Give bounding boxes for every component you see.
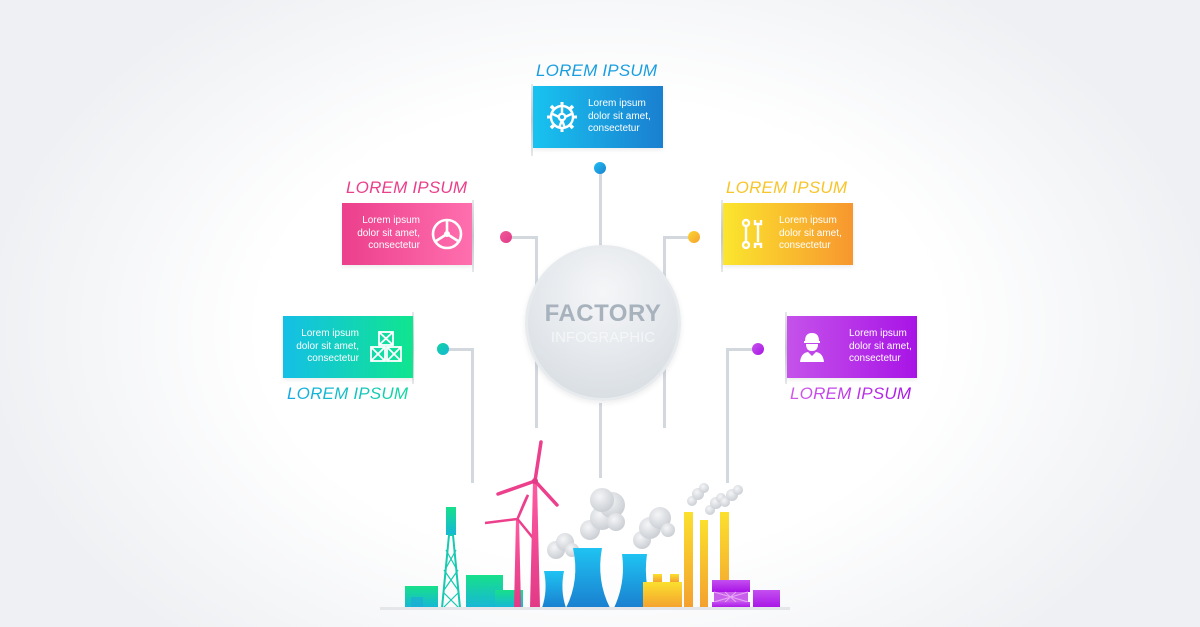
worker-icon	[795, 330, 829, 364]
info-card-lower-left: Lorem ipsum dolor sit amet, consectetur	[283, 316, 413, 378]
text-line: Lorem ipsum	[849, 328, 907, 340]
info-card-upper-left: Lorem ipsum dolor sit amet, consectetur	[342, 203, 472, 265]
connector-bottom	[599, 403, 602, 478]
text-line: Lorem ipsum	[301, 328, 359, 340]
card-edge	[472, 200, 474, 272]
item-title-lower-right: LOREM IPSUM	[790, 384, 912, 403]
wind-turbine-large	[496, 440, 559, 608]
smoke-cloud	[547, 483, 743, 559]
card-edge	[412, 312, 414, 384]
node-dot-lower-right	[752, 343, 764, 355]
card-edge	[721, 200, 723, 272]
item-title-lower-left: LOREM IPSUM	[287, 384, 409, 403]
item-text-upper-left: Lorem ipsum dolor sit amet, consectetur	[357, 215, 420, 253]
yellow-building	[643, 574, 682, 608]
cooling-tower-large	[566, 548, 610, 608]
text-line: dolor sit amet,	[849, 340, 912, 352]
text-line: Lorem ipsum	[779, 215, 837, 227]
node-dot-lower-left	[437, 343, 449, 355]
hub-title: FACTORY	[544, 300, 662, 327]
text-line: consectetur	[368, 240, 420, 252]
item-text-top: Lorem ipsum dolor sit amet, consectetur	[588, 98, 651, 136]
connector-upper-left-h	[510, 236, 538, 239]
item-text-lower-right: Lorem ipsum dolor sit amet, consectetur	[849, 328, 912, 366]
connector-top	[599, 170, 602, 247]
node-dot-upper-left	[500, 231, 512, 243]
connector-lower-left-h	[446, 348, 474, 351]
gear-icon	[545, 100, 579, 134]
hub-circle: FACTORY INFOGRAPHIC	[525, 245, 681, 401]
item-text-lower-left: Lorem ipsum dolor sit amet, consectetur	[296, 328, 359, 366]
info-card-lower-right: Lorem ipsum dolor sit amet, consectetur	[787, 316, 917, 378]
hub-subtitle: INFOGRAPHIC	[550, 329, 656, 346]
lattice-tower	[441, 507, 461, 609]
boxes-icon	[369, 330, 403, 364]
text-line: dolor sit amet,	[357, 227, 420, 239]
text-line: dolor sit amet,	[588, 110, 651, 122]
text-line: Lorem ipsum	[588, 98, 646, 110]
text-line: consectetur	[588, 123, 640, 135]
item-title-top: LOREM IPSUM	[536, 61, 658, 80]
text-line: dolor sit amet,	[296, 340, 359, 352]
text-line: dolor sit amet,	[779, 227, 842, 239]
info-card-top: Lorem ipsum dolor sit amet, consectetur	[533, 86, 663, 148]
text-line: Lorem ipsum	[362, 215, 420, 227]
wrenches-icon	[735, 217, 769, 251]
connector-upper-right-h	[663, 236, 693, 239]
card-edge	[531, 84, 533, 156]
factory-illustration	[405, 440, 780, 609]
text-line: consectetur	[849, 353, 901, 365]
info-card-upper-right: Lorem ipsum dolor sit amet, consectetur	[723, 203, 853, 265]
chimneys	[684, 512, 729, 608]
cooling-tower-small	[542, 571, 566, 608]
connector-lower-right-h	[726, 348, 758, 351]
node-dot-top	[594, 162, 606, 174]
ground-line	[380, 607, 790, 610]
item-title-upper-right: LOREM IPSUM	[726, 178, 848, 197]
connector-lower-right-v	[726, 348, 729, 483]
item-title-upper-left: LOREM IPSUM	[346, 178, 468, 197]
text-line: consectetur	[307, 353, 359, 365]
steering-wheel-icon	[430, 217, 464, 251]
connector-lower-left-v	[471, 348, 474, 483]
purple-building	[712, 580, 780, 608]
item-text-upper-right: Lorem ipsum dolor sit amet, consectetur	[779, 215, 842, 253]
warehouse-left	[405, 586, 438, 608]
node-dot-upper-right	[688, 231, 700, 243]
text-line: consectetur	[779, 240, 831, 252]
card-edge	[785, 312, 787, 384]
